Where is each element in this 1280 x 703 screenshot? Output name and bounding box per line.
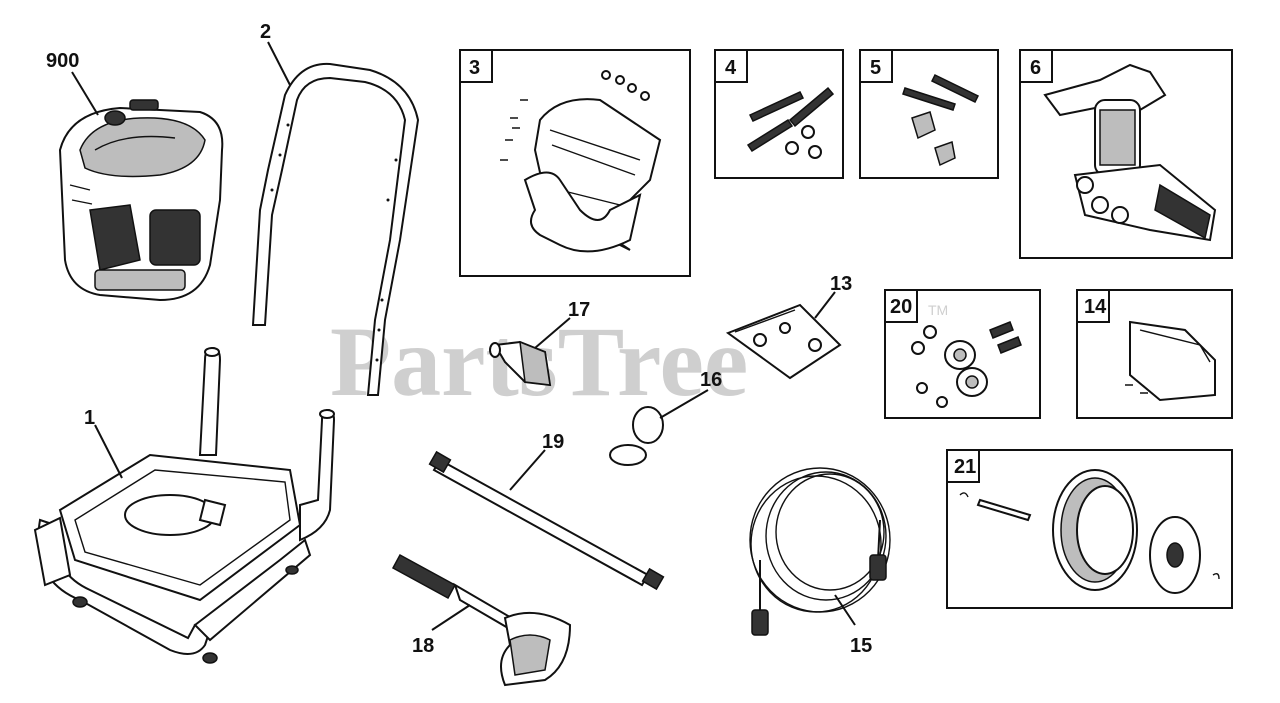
box-4-label: 4 <box>725 57 737 79</box>
callout-19: 19 <box>542 431 564 453</box>
leader-18 <box>431 604 471 631</box>
box-6[interactable]: 6 <box>1019 49 1233 259</box>
callout-2: 2 <box>260 21 271 43</box>
leader-13 <box>814 291 836 319</box>
frame-part-1[interactable] <box>33 346 336 664</box>
box-4[interactable]: 4 <box>714 49 844 179</box>
spray-tip-part-17[interactable] <box>489 340 552 387</box>
spray-gun-part-18[interactable] <box>391 553 572 687</box>
leader-900 <box>71 71 99 116</box>
leader-2 <box>267 41 291 86</box>
box-5[interactable]: 5 <box>859 49 999 179</box>
watermark-trademark: TM <box>928 302 948 318</box>
box-3-label: 3 <box>469 57 480 79</box>
box-20[interactable]: 20 <box>884 289 1041 419</box>
box-21[interactable]: 21 <box>946 449 1233 609</box>
hose-part-15[interactable] <box>749 467 891 636</box>
hardware-bag-part-13[interactable] <box>725 303 842 380</box>
wand-part-19[interactable] <box>428 450 665 591</box>
o-ring-part-16[interactable] <box>609 406 664 466</box>
box-20-label: 20 <box>890 296 912 318</box>
handle-part-2[interactable] <box>251 62 420 396</box>
box-21-label: 21 <box>954 456 976 478</box>
callout-17: 17 <box>568 299 590 321</box>
leader-1 <box>94 424 123 479</box>
box-14[interactable]: 14 <box>1076 289 1233 419</box>
engine-part-900[interactable] <box>58 99 224 302</box>
box-5-label: 5 <box>870 57 881 79</box>
callout-13: 13 <box>830 273 852 295</box>
leader-19 <box>509 449 546 491</box>
callout-900: 900 <box>46 50 79 72</box>
callout-18: 18 <box>412 635 434 657</box>
callout-1: 1 <box>84 407 95 429</box>
box-3[interactable]: 3 <box>459 49 691 277</box>
leader-16 <box>659 389 709 419</box>
leader-15 <box>834 594 856 626</box>
box-6-label: 6 <box>1030 57 1041 79</box>
callout-15: 15 <box>850 635 872 657</box>
box-14-label: 14 <box>1084 296 1107 318</box>
callout-16: 16 <box>700 369 722 391</box>
leader-17 <box>534 317 571 349</box>
